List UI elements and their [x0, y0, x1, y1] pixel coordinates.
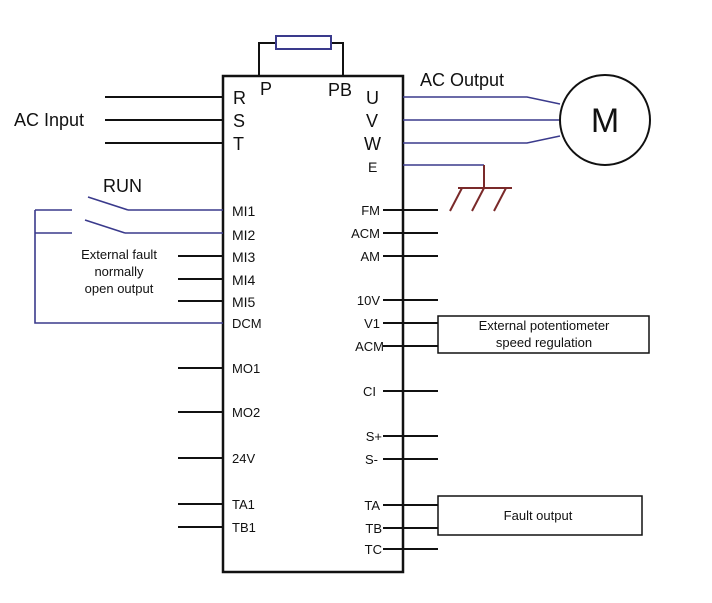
terminal-r-label: R [233, 88, 246, 108]
terminal-dcm-label: DCM [232, 316, 262, 331]
terminal-pb-label: PB [328, 80, 352, 100]
terminal-acm2-label: ACM [355, 339, 384, 354]
terminal-w-label: W [364, 134, 381, 154]
terminal-ci-label: CI [363, 384, 376, 399]
terminal-mi4-label: MI4 [232, 272, 256, 288]
terminal-tc-label: TC [365, 542, 382, 557]
ext-fault-text-2: normally [94, 264, 144, 279]
terminal-acm-label: ACM [351, 226, 380, 241]
ac-input-label: AC Input [14, 110, 84, 130]
terminal-mo2-label: MO2 [232, 405, 260, 420]
terminal-fm-label: FM [361, 203, 380, 218]
terminal-tb-label: TB [365, 521, 382, 536]
terminal-mi5-label: MI5 [232, 294, 256, 310]
common-return-wire [34, 210, 223, 324]
terminal-p-label: P [260, 79, 272, 99]
terminal-tb1-label: TB1 [232, 520, 256, 535]
terminal-u-label: U [366, 88, 379, 108]
run-switch [35, 196, 223, 211]
output-line-w [403, 135, 561, 144]
terminal-v1-label: V1 [364, 316, 380, 331]
output-line-u [403, 96, 561, 105]
terminal-24v-label: 24V [232, 451, 255, 466]
terminal-ta1-label: TA1 [232, 497, 255, 512]
potentiometer-text-1: External potentiometer [479, 318, 610, 333]
terminal-ta-label: TA [364, 498, 380, 513]
terminal-mi1-label: MI1 [232, 203, 256, 219]
fault-switch [35, 219, 223, 234]
ext-fault-text-1: External fault [81, 247, 157, 262]
run-label: RUN [103, 176, 142, 196]
terminal-t-label: T [233, 134, 244, 154]
motor-label: M [591, 102, 619, 140]
terminal-s-label: S [233, 111, 245, 131]
pb-lead [331, 42, 344, 76]
terminal-10v-label: 10V [357, 293, 380, 308]
terminal-e-label: E [368, 159, 377, 175]
braking-resistor [275, 35, 332, 50]
potentiometer-text-2: speed regulation [496, 335, 592, 350]
ac-output-label: AC Output [420, 70, 504, 90]
terminal-mo1-label: MO1 [232, 361, 260, 376]
terminal-v-label: V [366, 111, 378, 131]
terminal-sminus-label: S- [365, 452, 378, 467]
terminal-splus-label: S+ [366, 429, 382, 444]
ground-icon [449, 165, 512, 212]
terminal-am-label: AM [361, 249, 381, 264]
potentiometer-box [437, 315, 650, 354]
fault-output-box [437, 495, 643, 536]
terminal-mi2-label: MI2 [232, 227, 256, 243]
motor-symbol [559, 74, 651, 166]
p-lead [258, 42, 276, 76]
fault-output-text: Fault output [504, 508, 573, 523]
ext-fault-text-3: open output [85, 281, 154, 296]
terminal-mi3-label: MI3 [232, 249, 256, 265]
